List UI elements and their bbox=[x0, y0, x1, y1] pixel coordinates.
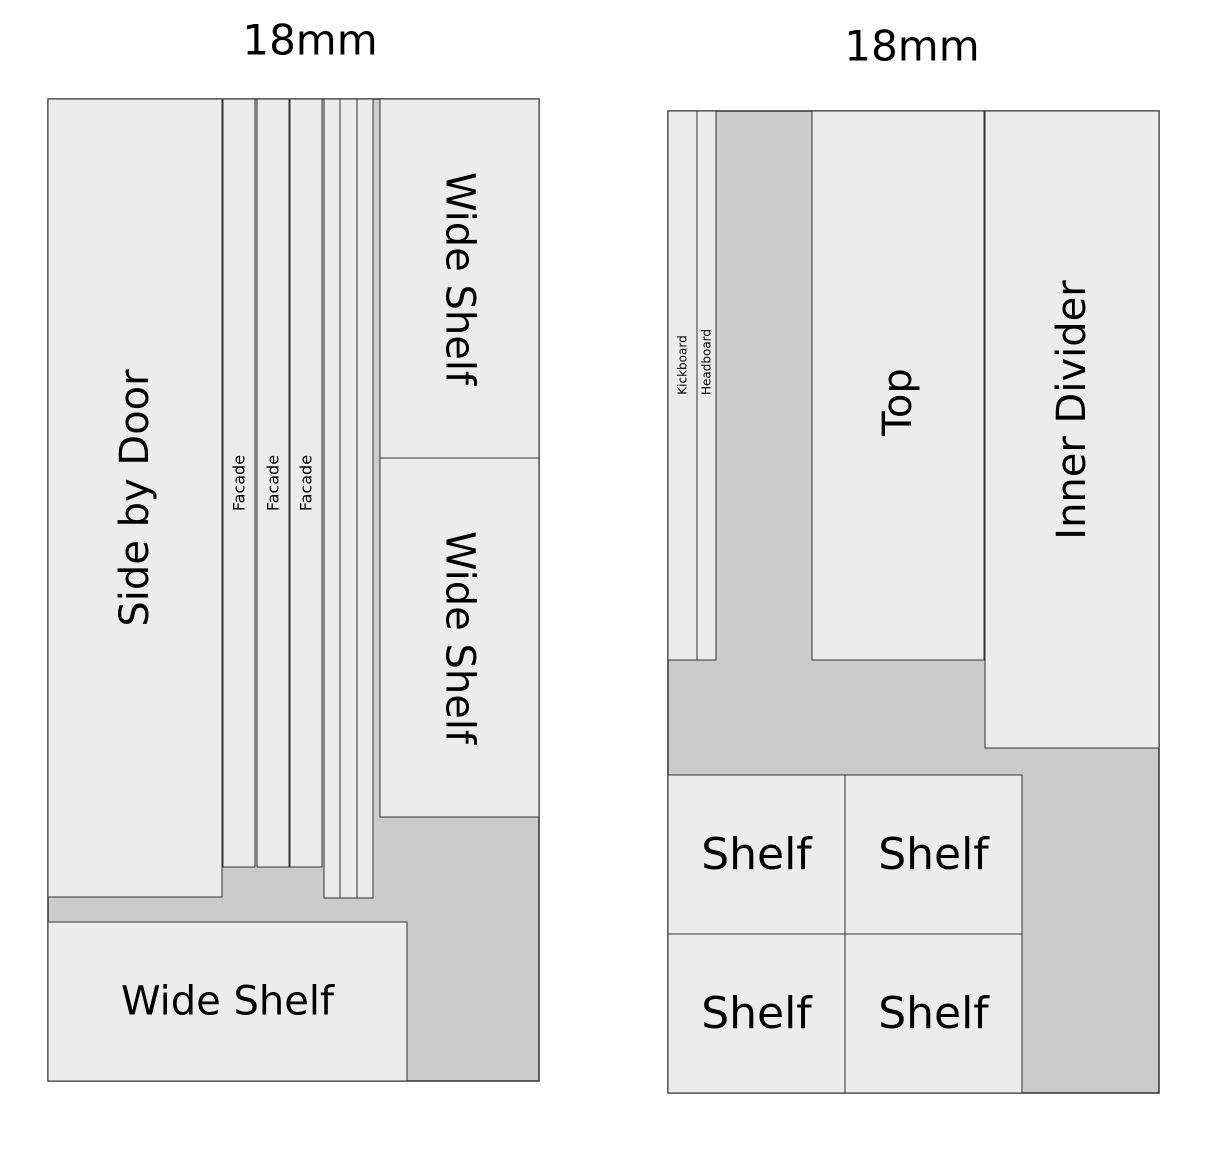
piece-rect bbox=[844, 933, 1023, 1094]
piece-rect bbox=[844, 774, 1023, 935]
piece-label: Wide Shelf bbox=[437, 531, 483, 745]
piece-rect bbox=[323, 98, 341, 899]
piece-shelf: Shelf bbox=[844, 933, 1023, 1094]
piece-label: Wide Shelf bbox=[121, 979, 335, 1025]
piece-rect bbox=[811, 110, 985, 661]
piece-wide-shelf: Wide Shelf bbox=[379, 98, 540, 459]
piece-wide-shelf: Wide Shelf bbox=[379, 457, 540, 818]
piece-rect bbox=[667, 774, 846, 935]
piece-shelf: Shelf bbox=[844, 774, 1023, 935]
piece-shelf: Shelf bbox=[667, 774, 846, 935]
piece-label: Shelf bbox=[878, 988, 990, 1039]
piece-label: Shelf bbox=[701, 988, 813, 1039]
piece-rect bbox=[696, 110, 717, 661]
piece-rect bbox=[984, 110, 1160, 749]
piece-rect bbox=[667, 933, 846, 1094]
piece-strip bbox=[356, 98, 374, 899]
piece-label: Headboard bbox=[700, 329, 714, 395]
piece-label: Shelf bbox=[701, 829, 813, 880]
piece-strip bbox=[323, 98, 341, 899]
piece-headboard: Headboard bbox=[696, 110, 717, 661]
piece-label: Facade bbox=[264, 455, 283, 511]
piece-strip bbox=[339, 98, 358, 899]
piece-rect bbox=[47, 921, 408, 1082]
piece-label: Shelf bbox=[878, 829, 990, 880]
piece-shelf: Shelf bbox=[667, 933, 846, 1094]
piece-facade: Facade bbox=[256, 98, 290, 868]
piece-facade: Facade bbox=[289, 98, 323, 868]
piece-rect bbox=[379, 98, 540, 459]
piece-inner-divider: Inner Divider bbox=[984, 110, 1160, 749]
piece-label: Side by Door bbox=[112, 369, 158, 627]
piece-rect bbox=[47, 98, 223, 898]
piece-facade: Facade bbox=[222, 98, 256, 868]
piece-rect bbox=[222, 98, 256, 868]
sheet-title: 18mm bbox=[242, 16, 377, 65]
piece-rect bbox=[289, 98, 323, 868]
sheet-title: 18mm bbox=[844, 22, 979, 71]
piece-kickboard: Kickboard bbox=[667, 110, 698, 661]
piece-rect bbox=[667, 110, 698, 661]
piece-rect bbox=[379, 457, 540, 818]
piece-label: Top bbox=[875, 368, 921, 437]
piece-label: Inner Divider bbox=[1049, 280, 1095, 540]
piece-label: Facade bbox=[297, 455, 316, 511]
piece-label: Wide Shelf bbox=[437, 172, 483, 386]
piece-top: Top bbox=[811, 110, 985, 661]
piece-rect bbox=[256, 98, 290, 868]
piece-side-by-door: Side by Door bbox=[47, 98, 223, 898]
piece-label: Facade bbox=[230, 455, 249, 511]
piece-rect bbox=[356, 98, 374, 899]
piece-wide-shelf: Wide Shelf bbox=[47, 921, 408, 1082]
piece-label: Kickboard bbox=[676, 335, 690, 394]
piece-rect bbox=[339, 98, 358, 899]
